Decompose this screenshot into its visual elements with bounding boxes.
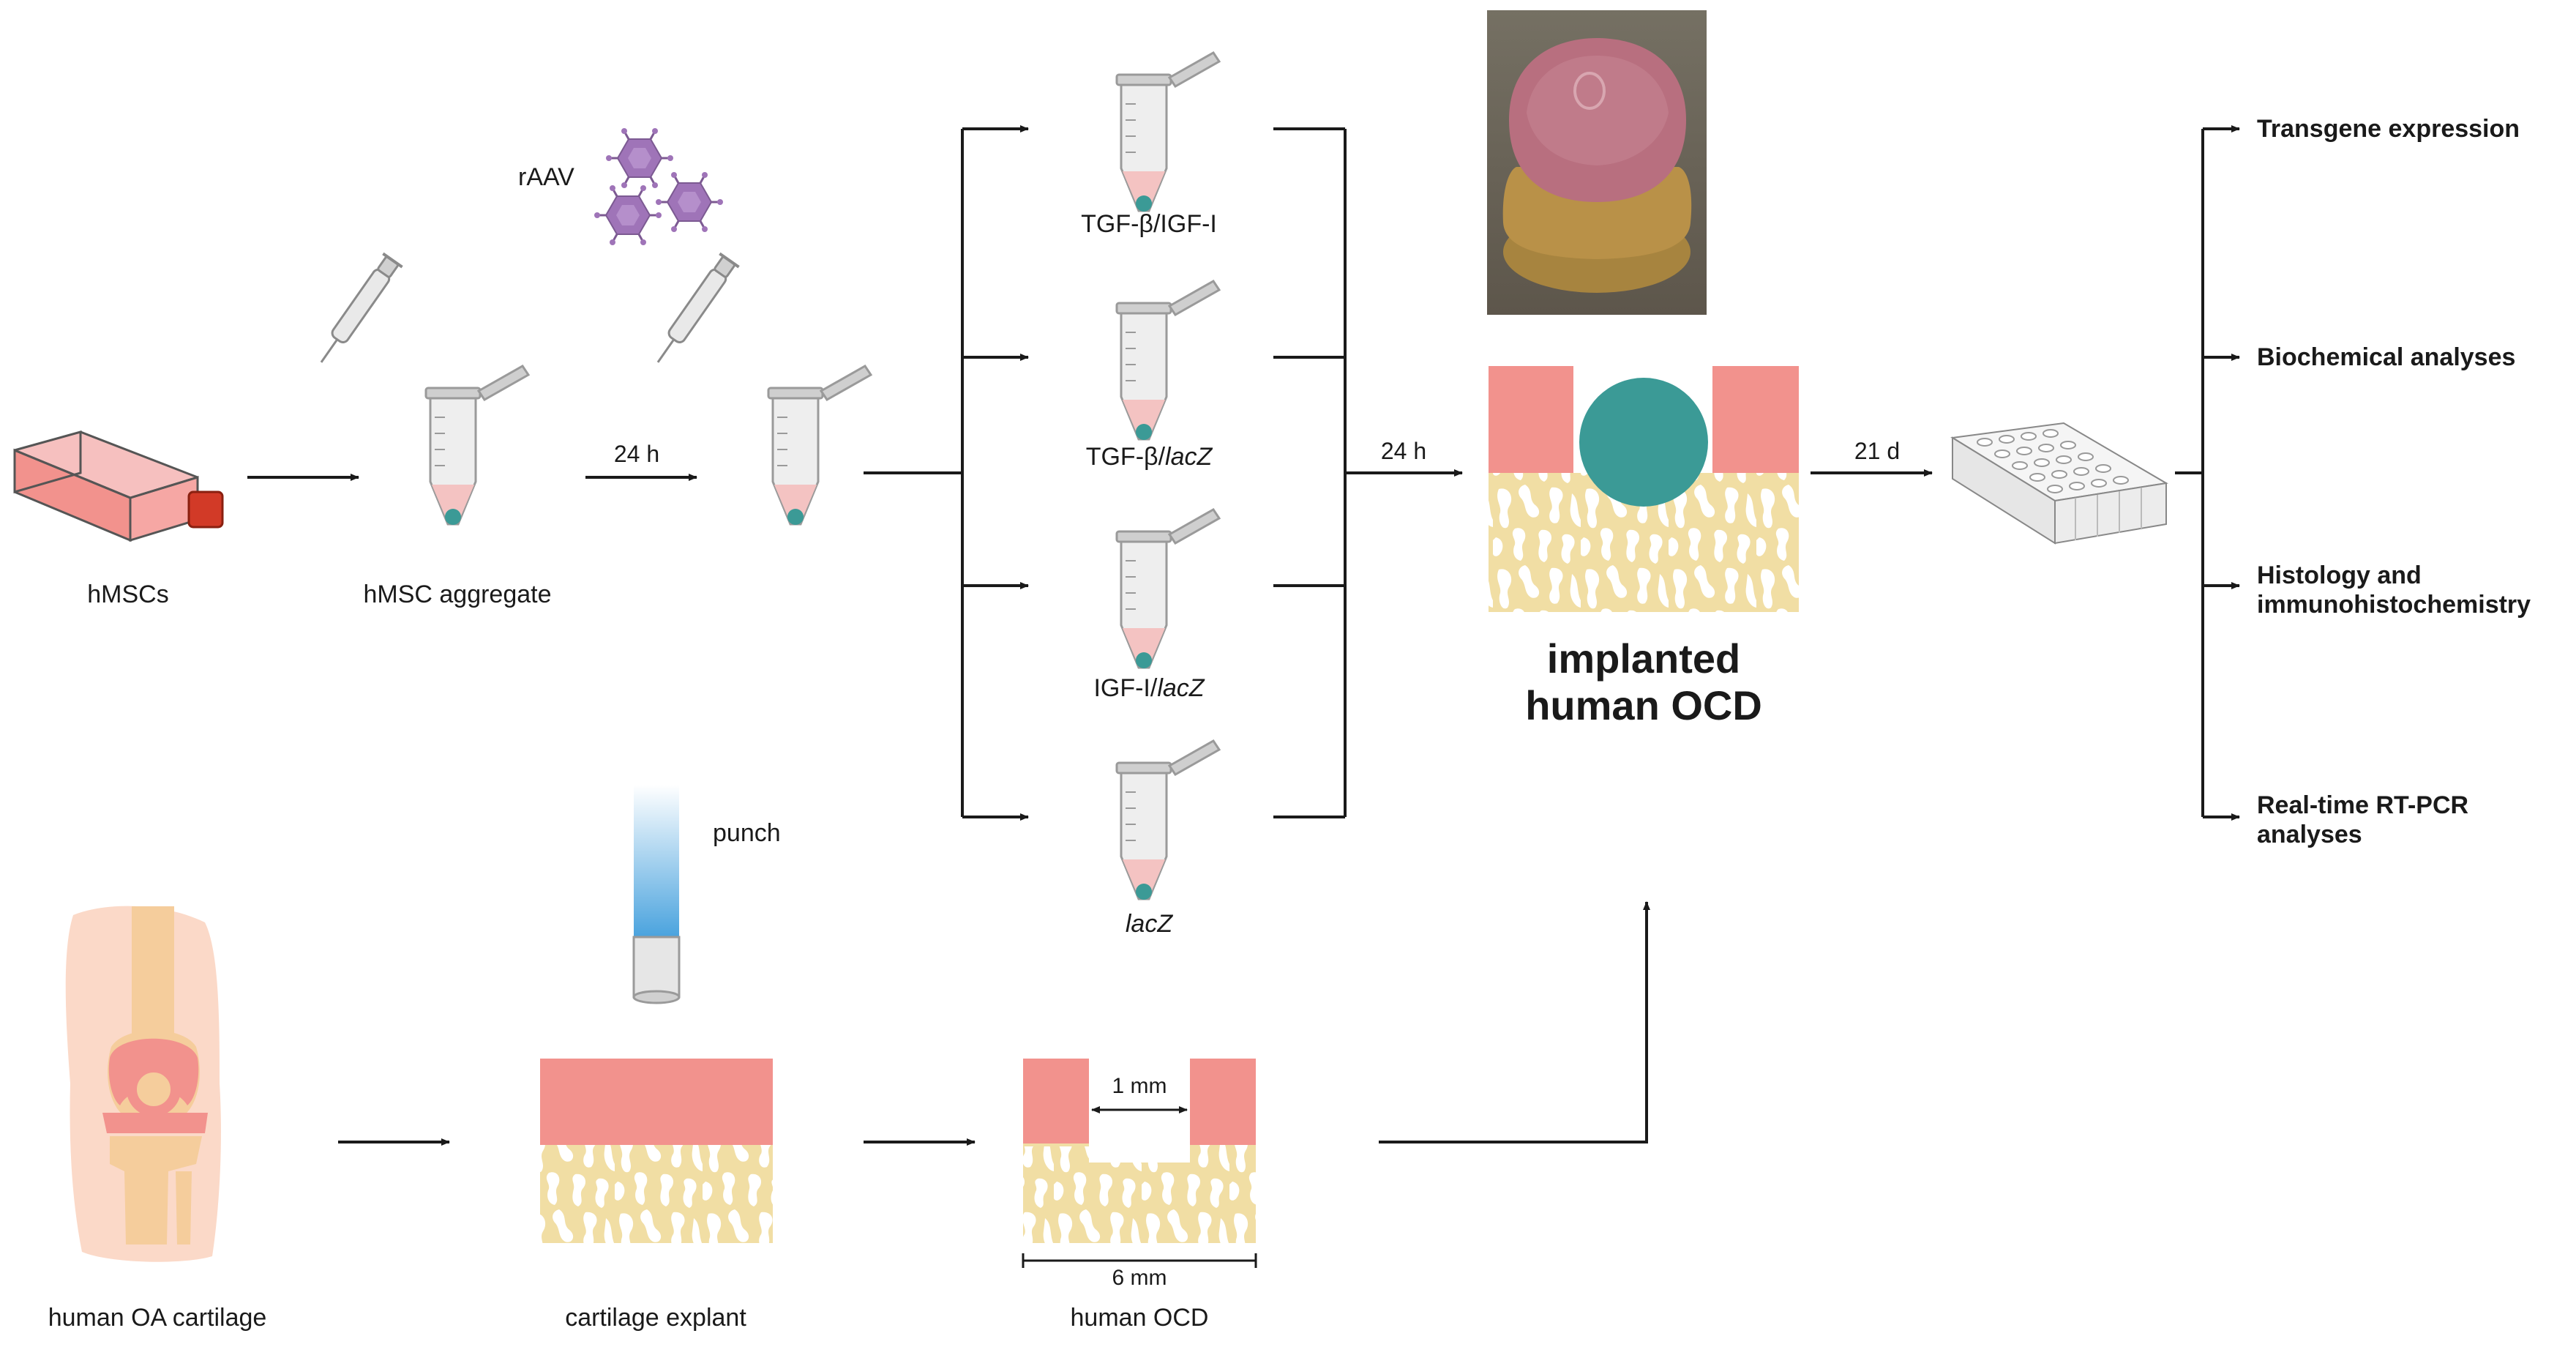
implanted-ocd-title: implanted human OCD (1525, 635, 1762, 728)
label-oa-cartilage: human OA cartilage (48, 1304, 267, 1332)
ocd-defect-block (1023, 1059, 1256, 1243)
label-raav: rAAV (518, 163, 574, 191)
condition-label: TGF-β/IGF-I (1081, 210, 1217, 238)
cartilage-explant-block (540, 1059, 773, 1243)
virus-icon (604, 127, 675, 190)
microtube-icon (1115, 280, 1221, 441)
well-plate-icon (1950, 422, 2168, 545)
label-cartilage-explant: cartilage explant (565, 1304, 746, 1332)
label-time-24h-a: 24 h (613, 441, 660, 467)
virus-icon (654, 171, 724, 234)
analysis-transgene: Transgene expression (2257, 115, 2520, 143)
pipette-icon (310, 252, 404, 371)
label-time-21d: 21 d (1854, 438, 1901, 464)
condition-label: lacZ (1125, 910, 1173, 938)
biopsy-punch-icon (632, 785, 681, 1004)
condition-label: IGF-I/lacZ (1093, 674, 1205, 702)
label-width-1mm: 1 mm (1112, 1074, 1167, 1098)
implant-photo (1487, 10, 1707, 315)
label-hmsc-aggregate: hMSC aggregate (363, 581, 552, 608)
knee-joint-icon (65, 906, 221, 1262)
pipette-icon (646, 252, 741, 371)
label-punch: punch (713, 819, 781, 847)
arrow-ocd-to-implant (1379, 901, 1650, 1143)
label-time-24h-b: 24 h (1380, 438, 1427, 464)
implanted-ocd-schematic (1489, 366, 1799, 612)
dimension-6mm (1022, 1253, 1257, 1268)
condition-label: TGF-β/lacZ (1085, 443, 1213, 471)
label-width-6mm: 6 mm (1112, 1266, 1167, 1290)
analysis-histology: Histology and immunohistochemistry (2257, 561, 2531, 619)
microtube-icon (1115, 739, 1221, 901)
microtube-icon (1115, 508, 1221, 670)
label-hmscs: hMSCs (87, 581, 169, 608)
merge-to-implant (1273, 127, 1463, 818)
label-human-ocd: human OCD (1070, 1304, 1209, 1332)
microtube-icon (424, 365, 530, 526)
virus-icon (593, 184, 663, 247)
microtube-icon (767, 365, 872, 526)
branch-to-analyses (2175, 125, 2240, 821)
branch-to-conditions (864, 125, 1029, 821)
culture-flask-icon (13, 430, 224, 542)
analysis-biochemical: Biochemical analyses (2257, 343, 2516, 371)
analysis-pcr: Real-time RT-PCR analyses (2257, 791, 2469, 848)
microtube-icon (1115, 51, 1221, 213)
